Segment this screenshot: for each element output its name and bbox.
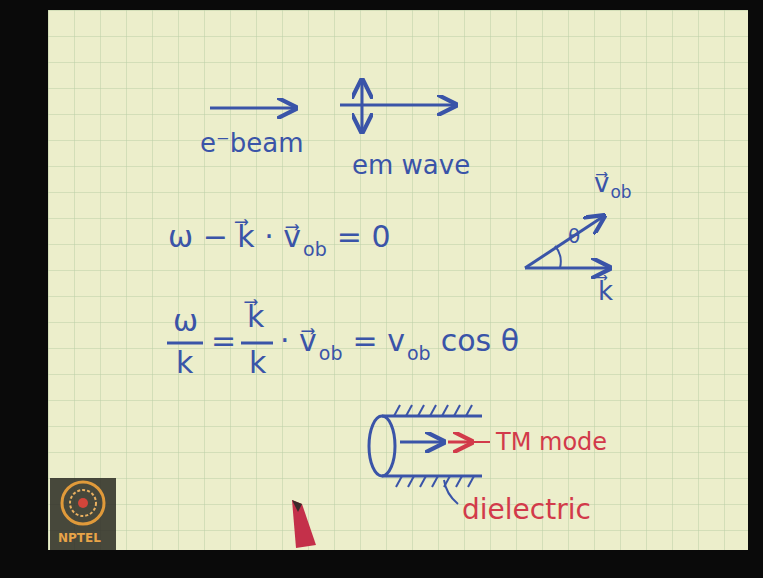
dielectric-hatch <box>394 405 474 487</box>
logo-ring <box>62 482 104 524</box>
subscript: ob <box>319 344 343 363</box>
beam-label: e⁻beam <box>200 130 303 156</box>
material-label: dielectric <box>462 496 591 524</box>
angle-label: θ <box>568 226 580 246</box>
beam-arrow <box>400 441 444 444</box>
equation-text: ω − k⃗ · v⃗ <box>168 222 301 252</box>
mode-arrow <box>448 441 472 444</box>
logo-text: NPTEL <box>58 532 101 544</box>
denominator: k <box>176 348 193 378</box>
guide-end <box>369 416 395 476</box>
wave-arrow <box>340 104 456 107</box>
fraction-bar <box>167 342 203 345</box>
denominator: k <box>249 348 266 378</box>
pen-tip <box>292 500 302 512</box>
beam-arrow <box>210 107 296 110</box>
wave-label: em wave <box>352 152 470 178</box>
logo-core <box>78 498 88 508</box>
k-vector <box>525 267 610 270</box>
equation-text: · v⃗ <box>280 326 317 356</box>
subscript: ob <box>407 344 431 363</box>
v-vector <box>525 216 604 268</box>
vector-label: v⃗ <box>594 170 609 196</box>
equation-text: cos θ <box>441 326 519 356</box>
leader-line <box>444 480 458 504</box>
mode-label: TM mode <box>496 430 607 454</box>
equation-text: = <box>211 326 236 356</box>
logo-ring <box>70 490 96 516</box>
vector-label: k⃗ <box>598 278 613 304</box>
subscript: ob <box>303 240 327 259</box>
equation-text: = 0 <box>337 222 391 252</box>
grid <box>48 10 748 550</box>
paper <box>48 10 748 550</box>
field-arrow <box>361 80 364 132</box>
angle-arc <box>555 246 561 268</box>
guide-wall <box>382 475 482 478</box>
pen-tip <box>292 500 316 548</box>
fraction-bar <box>241 342 273 345</box>
numerator: k⃗ <box>247 302 264 332</box>
subscript: ob <box>610 184 631 201</box>
leader-line <box>474 441 490 443</box>
logo-ground <box>50 478 116 550</box>
equation-text: = v <box>353 326 405 356</box>
numerator: ω <box>173 306 198 336</box>
